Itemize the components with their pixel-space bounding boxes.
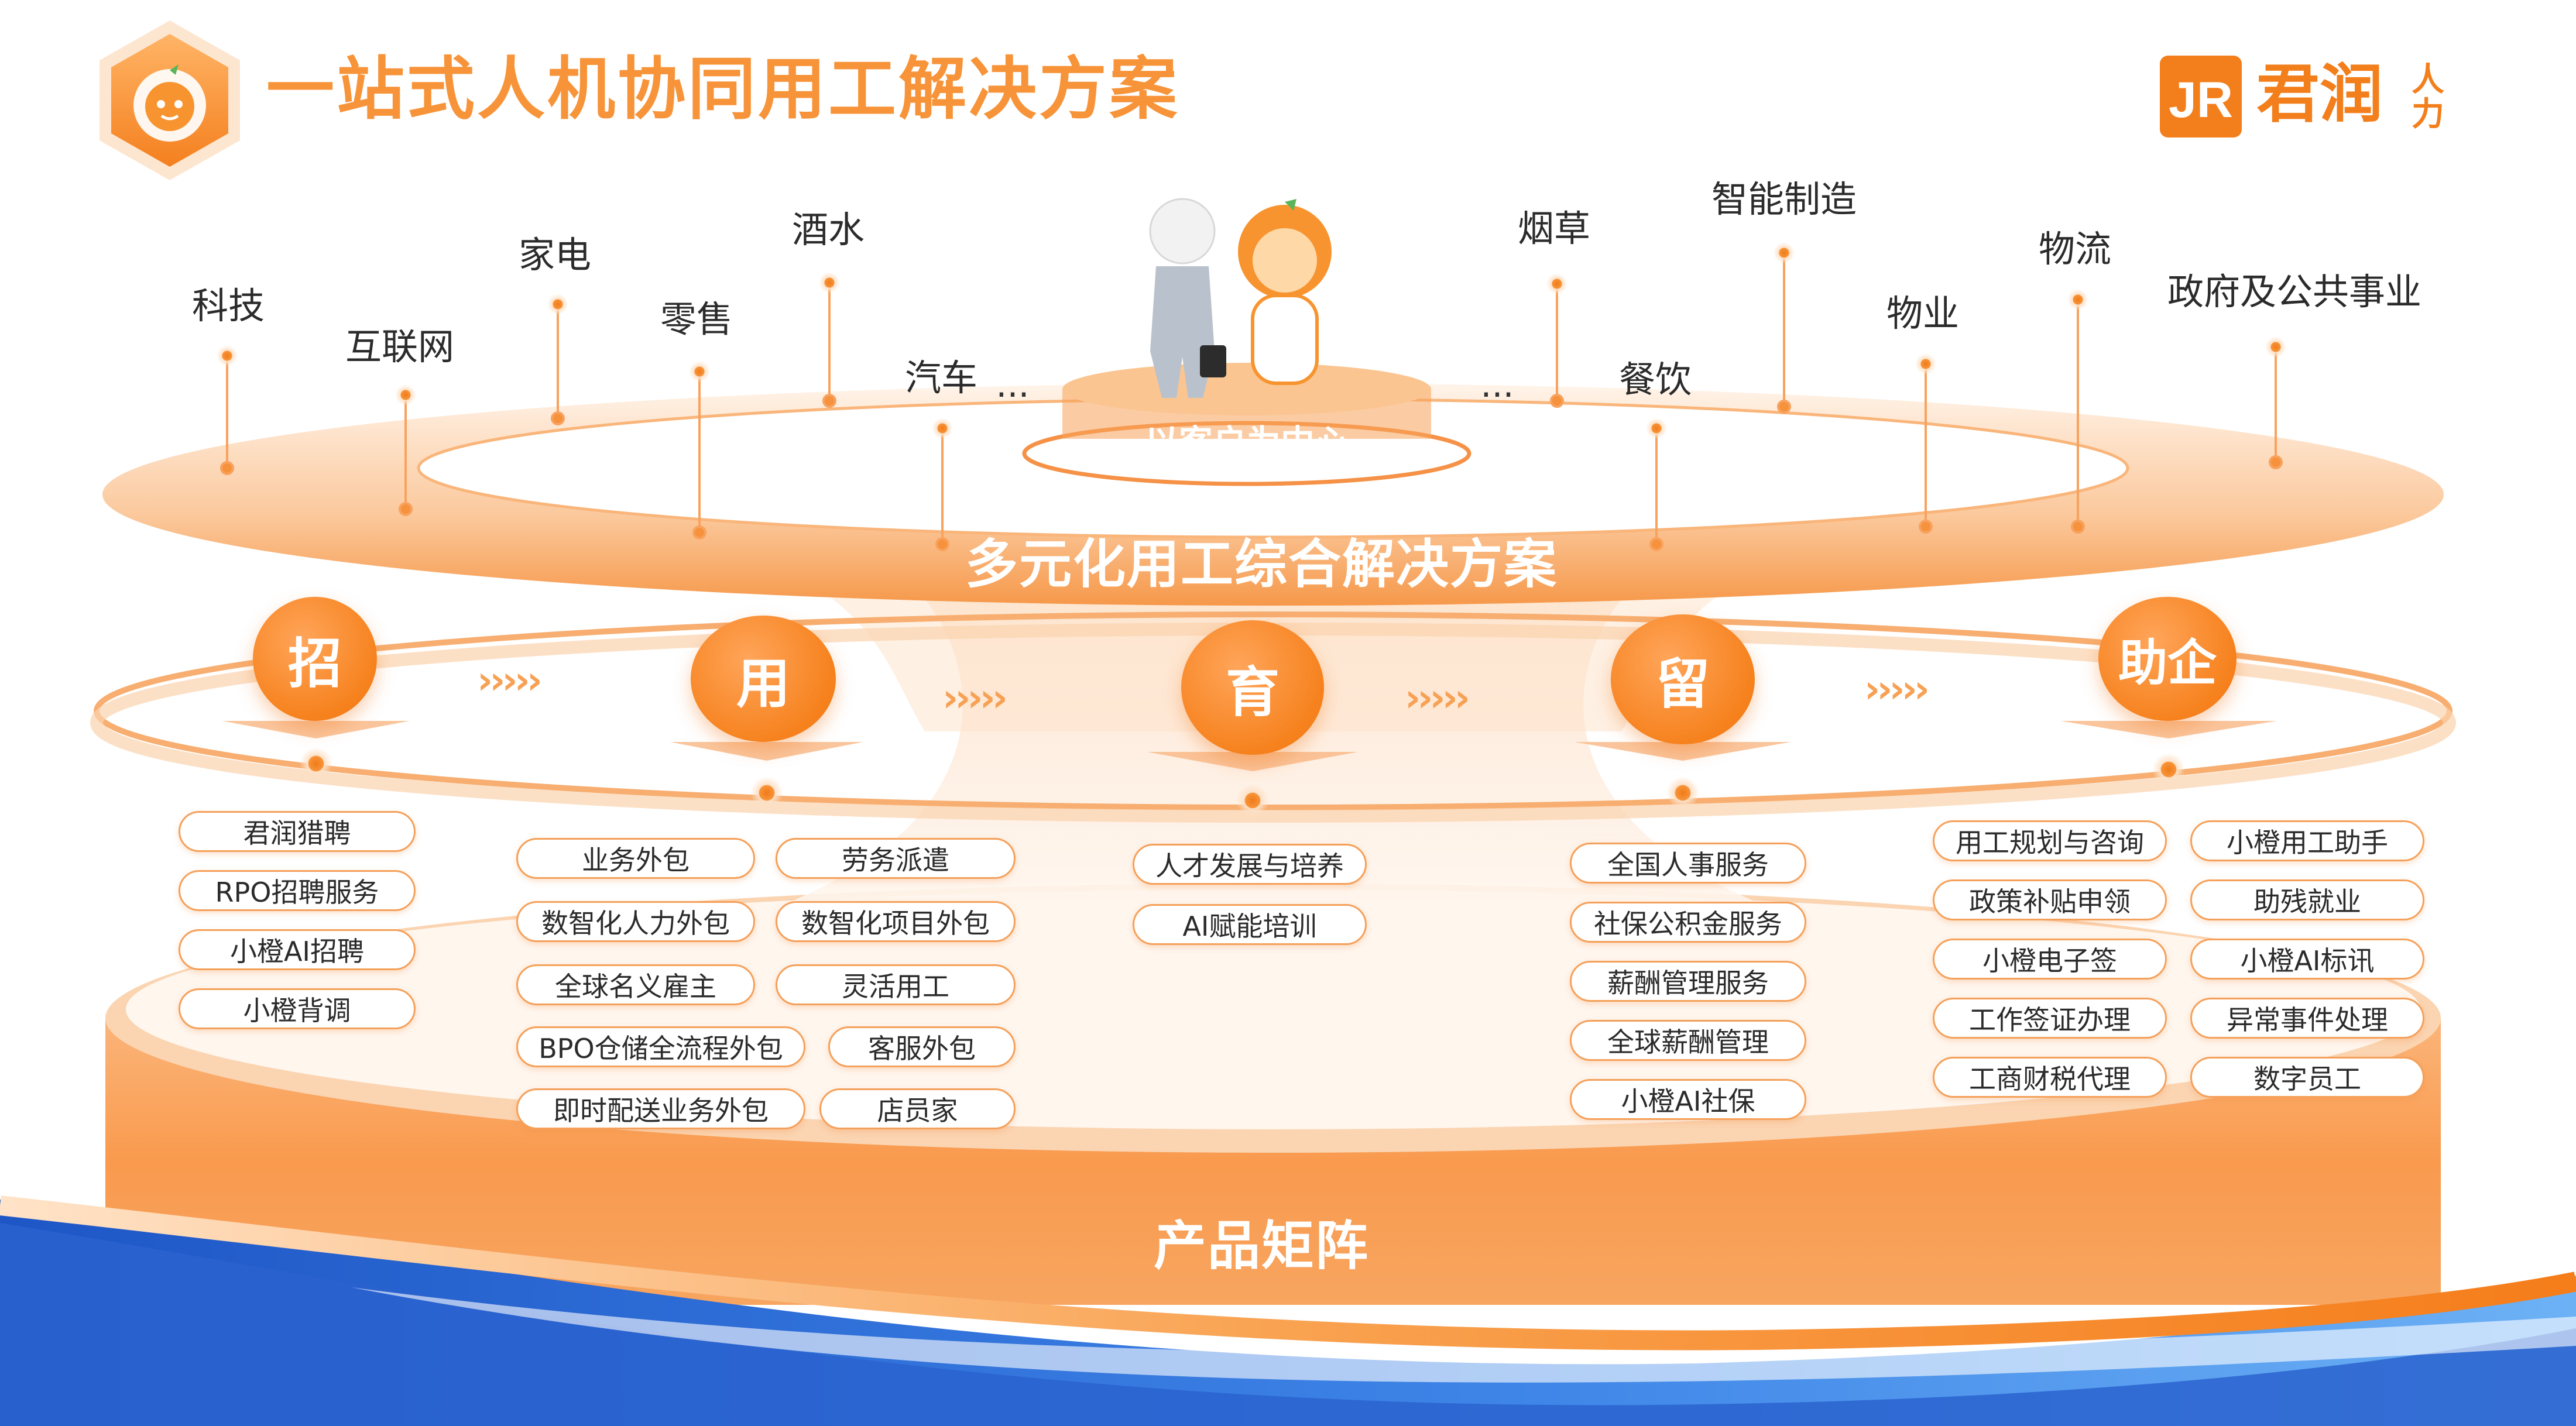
service-pill: 人才发展与培养 (1133, 844, 1367, 885)
product-matrix-label: 产品矩阵 (1154, 1215, 1369, 1277)
service-pill: 数字员工 (2190, 1057, 2424, 1098)
service-pill: 社保公积金服务 (1570, 902, 1806, 943)
service-pill: 全国人事服务 (1570, 843, 1806, 884)
chevron-arrow-icon: ››››› (477, 658, 543, 703)
industry-label: 互联网 (345, 325, 455, 368)
service-pill: 小橙AI标讯 (2190, 939, 2424, 980)
industry-label: 科技 (191, 284, 265, 327)
brand-name: 君润 (2256, 58, 2383, 131)
service-pill: 店员家 (819, 1088, 1016, 1129)
service-pill: 工作签证办理 (1933, 998, 2167, 1039)
industry-label: 物业 (1886, 292, 1960, 335)
industry-label: 物流 (2038, 228, 2112, 270)
stage-enterprise-circle: 助企 (2098, 597, 2237, 721)
page-title: 一站式人机协同用工解决方案 (266, 50, 1179, 129)
service-pill: 小橙背调 (179, 988, 416, 1029)
service-pill: 灵活用工 (776, 964, 1016, 1005)
service-pill: 数智化项目外包 (776, 901, 1016, 942)
chevron-arrow-icon: ››››› (942, 675, 1008, 720)
service-pill: 小橙AI招聘 (179, 929, 416, 970)
handshake-illustration (1149, 198, 1332, 398)
service-pill: 异常事件处理 (2190, 998, 2424, 1039)
service-pill: 全球薪酬管理 (1570, 1020, 1806, 1061)
industry-label: 酒水 (791, 208, 865, 251)
service-pill: 薪酬管理服务 (1570, 961, 1806, 1002)
service-pill: 用工规划与咨询 (1933, 820, 2167, 861)
service-pill: 政策补贴申领 (1933, 879, 2167, 920)
service-pill: 君润猎聘 (179, 811, 416, 852)
service-pill: 小橙AI社保 (1570, 1079, 1806, 1120)
stage-develop-circle: 育 (1181, 620, 1324, 755)
industry-label: 烟草 (1517, 207, 1591, 250)
svg-text:JR: JR (2169, 72, 2233, 128)
stage-employ-circle: 用 (691, 616, 836, 742)
service-pill: 客服外包 (828, 1026, 1016, 1067)
service-pill: AI赋能培训 (1133, 904, 1367, 945)
stage-retain-circle: 留 (1611, 614, 1755, 744)
ellipsis-right: ... (1480, 365, 1514, 406)
customer-center-label: 以客户为中心 (1144, 422, 1349, 462)
service-pill: BPO仓储全流程外包 (516, 1026, 805, 1067)
service-pill: 即时配送业务外包 (516, 1088, 805, 1129)
service-pill: 全球名义雇主 (516, 964, 755, 1005)
service-pill: 劳务派遣 (776, 838, 1016, 879)
service-pill: 业务外包 (516, 838, 755, 879)
service-pill: 工商财税代理 (1933, 1057, 2167, 1098)
service-pill: 数智化人力外包 (516, 901, 755, 942)
solution-ring-label: 多元化用工综合解决方案 (965, 534, 1558, 595)
industry-label: 零售 (660, 298, 733, 341)
industry-label: 智能制造 (1711, 178, 1857, 221)
ellipsis-left: ... (996, 365, 1030, 406)
chevron-arrow-icon: ››››› (1864, 666, 1930, 712)
service-pill: 助残就业 (2190, 879, 2424, 920)
service-pill: RPO招聘服务 (179, 870, 416, 911)
service-pill: 小橙用工助手 (2190, 820, 2424, 861)
service-pill: 小橙电子签 (1933, 939, 2167, 980)
chevron-arrow-icon: ››››› (1405, 675, 1470, 720)
industry-label: 汽车 (904, 356, 978, 399)
brand-subtitle: 人力 (2412, 61, 2444, 133)
industry-label: 餐饮 (1618, 358, 1692, 401)
industry-label: 家电 (518, 233, 592, 276)
stage-recruit-circle: 招 (253, 597, 377, 721)
brand-logo-icon (2160, 56, 2242, 138)
industry-label: 政府及公共事业 (2167, 270, 2422, 313)
